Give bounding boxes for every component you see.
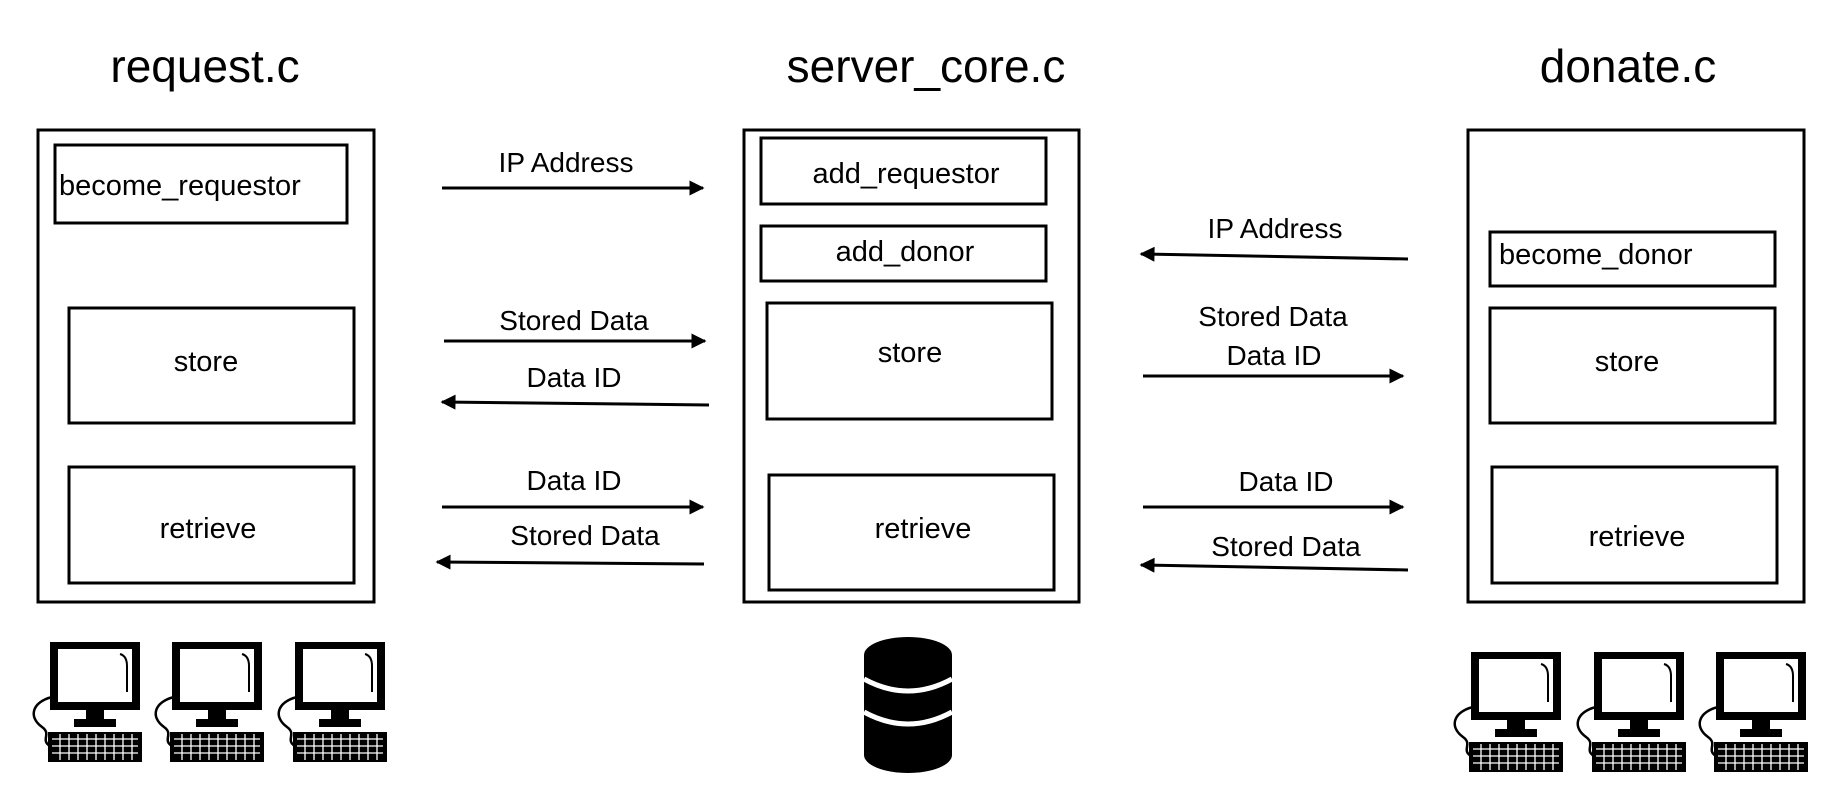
left-stored-data-arrow: [435, 554, 705, 570]
server-retrieve-box: [767, 473, 1056, 592]
server-retrieve-label: retrieve: [875, 513, 972, 545]
request-retrieve-label: retrieve: [160, 513, 257, 545]
request-module-box: [36, 128, 376, 604]
left-ip-address-label: IP Address: [499, 147, 634, 178]
left-stored-data-label: Stored Data: [499, 305, 649, 336]
database-icon: [862, 637, 954, 773]
left-data-id-label: Data ID: [527, 362, 622, 393]
server-store-label: store: [878, 337, 942, 369]
request-become-requestor-label: become_requestor: [59, 170, 301, 202]
right-data-id-label: Data ID: [1227, 340, 1322, 371]
right-ip-arrow: [1139, 246, 1409, 262]
computer-icon: [32, 640, 144, 764]
computer-icon: [1453, 650, 1565, 774]
server-core-module-box: [742, 128, 1081, 604]
computer-icon: [154, 640, 266, 764]
left-retrieve-data-id-label: Data ID: [527, 465, 622, 496]
request-become-requestor-box: [53, 143, 349, 225]
server-add-requestor-label: add_requestor: [812, 158, 999, 190]
request-store-label: store: [174, 346, 238, 378]
right-retrieve-stored-data-label: Stored Data: [1211, 531, 1361, 562]
donate-module-box: [1466, 128, 1806, 604]
right-stored-data-arrow: [1139, 557, 1409, 573]
left-retrieve-stored-data-label: Stored Data: [510, 520, 660, 551]
computer-icon: [277, 640, 389, 764]
donate-retrieve-box: [1490, 465, 1779, 585]
right-stored-data-label: Stored Data: [1198, 301, 1348, 332]
computer-icon: [1698, 650, 1810, 774]
donate-store-box: [1488, 306, 1777, 425]
server-add-donor-label: add_donor: [836, 236, 975, 268]
server-add-donor-box: [759, 224, 1048, 283]
donate-retrieve-label: retrieve: [1589, 521, 1686, 553]
donate-become-donor-box: [1488, 230, 1777, 288]
right-retrieve-data-id-label: Data ID: [1239, 466, 1334, 497]
server-store-box: [765, 301, 1054, 421]
server-add-requestor-box: [759, 136, 1048, 206]
donate-title: donate.c: [1540, 40, 1716, 92]
donate-store-label: store: [1595, 346, 1659, 378]
computer-icon: [1576, 650, 1688, 774]
request-title: request.c: [110, 40, 299, 92]
left-data-id-arrow: [440, 394, 710, 410]
server-core-title: server_core.c: [787, 40, 1066, 92]
request-store-box: [67, 306, 356, 425]
request-retrieve-box: [67, 465, 356, 585]
donate-become-donor-label: become_donor: [1499, 239, 1693, 271]
right-ip-address-label: IP Address: [1208, 213, 1343, 244]
